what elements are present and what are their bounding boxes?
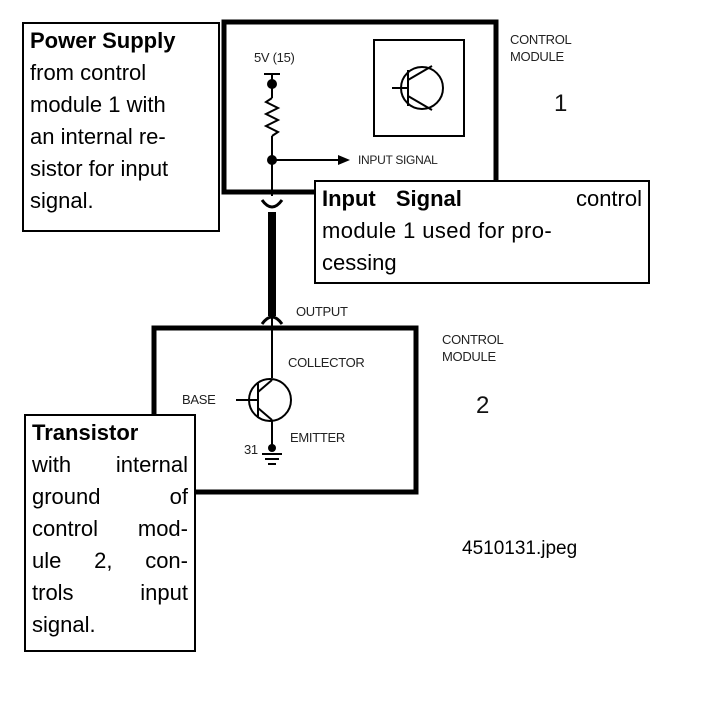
transistor-line3: control mod-: [32, 516, 188, 541]
input-signal-callout: Input Signal control module 1 used for p…: [314, 180, 650, 284]
power-supply-line3: an internal re-: [30, 124, 166, 149]
collector-label: COLLECTOR: [288, 355, 365, 370]
emitter-node-dot: [268, 444, 276, 452]
transistor-line6: signal.: [32, 612, 96, 637]
supply-voltage-label: 5V (15): [254, 50, 295, 65]
transistor-line4: ule 2, con-: [32, 548, 188, 573]
transistor-callout: Transistor with internal ground of contr…: [24, 414, 196, 652]
internal-resistor: [263, 97, 281, 137]
transistor-line5: trols input: [32, 580, 188, 605]
module-1-transistor-symbol: [392, 65, 444, 111]
transistor-line1: with internal: [32, 452, 188, 477]
module-1-label-line1: CONTROL: [510, 32, 572, 47]
power-supply-line2: module 1 with: [30, 92, 166, 117]
input-signal-label: INPUT SIGNAL: [358, 153, 438, 167]
input-signal-line2: module 1 used for pro-: [322, 218, 553, 243]
filename-label: 4510131.jpeg: [462, 538, 578, 559]
ground-icon: [262, 453, 282, 465]
power-supply-line5: signal.: [30, 188, 94, 213]
power-supply-line4: sistor for input: [30, 156, 169, 181]
module-2-label-line1: CONTROL: [442, 332, 504, 347]
transistor-title: Transistor: [32, 420, 139, 445]
module-1-number: 1: [554, 90, 568, 117]
connector-top: [260, 199, 284, 209]
module-1-transistor-frame: [373, 39, 465, 137]
input-signal-line1: control: [575, 186, 642, 211]
input-signal-line3: cessing: [322, 250, 397, 275]
power-supply-line1: from control: [30, 60, 147, 85]
module-1-label-line2: MODULE: [510, 49, 564, 64]
module-2-number: 2: [476, 392, 490, 419]
control-module-2-box: [151, 325, 419, 495]
module-2-transistor-symbol: [236, 378, 292, 422]
ground-terminal-label: 31: [244, 442, 258, 457]
power-supply-title: Power Supply: [30, 28, 176, 53]
input-signal-title: Input Signal: [322, 186, 462, 211]
base-label: BASE: [182, 392, 216, 407]
emitter-label: EMITTER: [290, 430, 345, 445]
power-supply-callout: Power Supply from control module 1 with …: [22, 22, 220, 232]
transistor-line2: ground of: [32, 484, 188, 509]
module-2-label-line2: MODULE: [442, 349, 496, 364]
output-label: OUTPUT: [296, 304, 348, 319]
